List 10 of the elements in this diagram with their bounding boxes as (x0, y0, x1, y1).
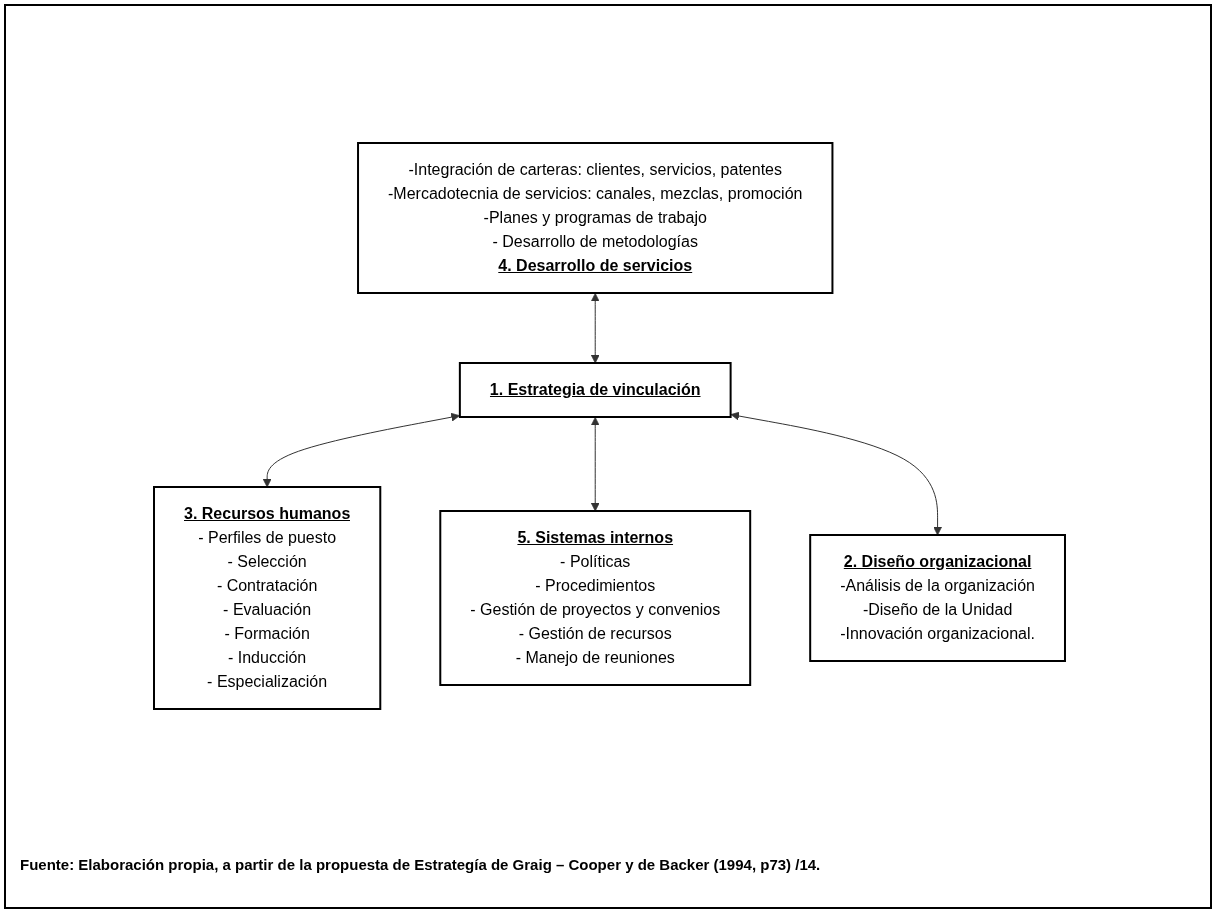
arrow (262, 412, 460, 488)
source-caption: Fuente: Elaboración propia, a partir de la propuesta de Estrategía de Graig – Cooper y de Backer (1994, p73) /14. (20, 856, 821, 873)
node-box: 1. Estrategia de vinculación (458, 362, 732, 418)
arrow (730, 411, 942, 536)
node-box: 5. Sistemas internos - Políticas - Procedimientos - Gestión de proyectos y convenios - Gestión de recursos - Manejo de reuniones (438, 510, 751, 686)
arrow (590, 293, 600, 364)
node-box: 3. Recursos humanos - Perfiles de puesto - Selección - Contratación - Evaluación - Formación - Inducción - Especialización (152, 486, 381, 710)
arrow (590, 417, 600, 512)
node-box: 2. Diseño organizacional -Análisis de la organización -Diseño de la Unidad -Innovación organizacional. (808, 534, 1066, 662)
node-box: -Integración de carteras: clientes, servicios, patentes -Mercadotecnia de servicios: canales, mezclas, promoción -Planes y programas de trabajo - Desarrollo de metodologías 4. Desarrollo de servicios (356, 142, 833, 294)
